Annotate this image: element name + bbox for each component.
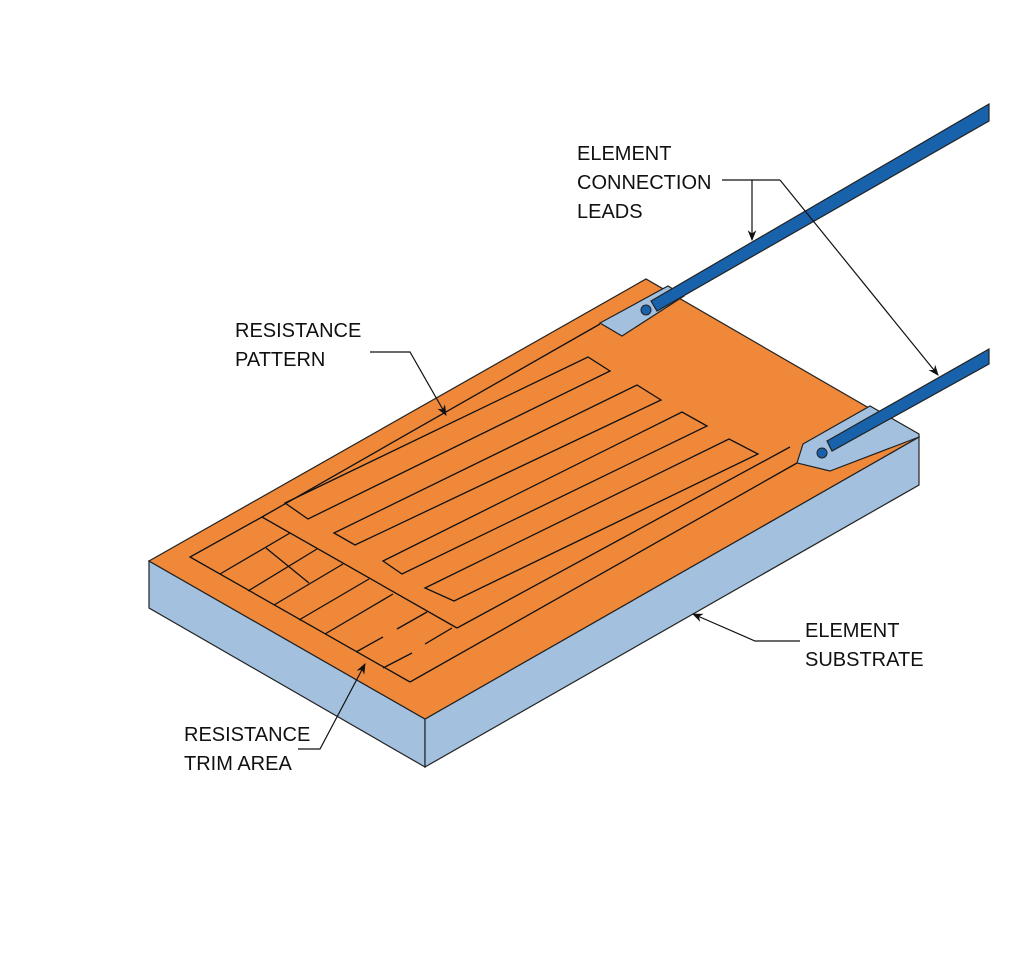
lower-connection-lead [826, 347, 990, 452]
label-substrate-line1: ELEMENT [805, 620, 899, 642]
label-pattern-line2: PATTERN [235, 349, 325, 371]
resistance-pattern [261, 323, 798, 683]
upper-lead-weld-dot [640, 304, 652, 316]
lower-lead-weld-dot [816, 447, 828, 459]
resistance-trim-area [188, 516, 458, 683]
label-element-substrate: ELEMENT SUBSTRATE [692, 613, 924, 671]
leads-arrow-lower [779, 179, 939, 376]
label-leads-line2: CONNECTION [577, 172, 711, 194]
label-resistance-pattern: RESISTANCE PATTERN [235, 320, 447, 416]
label-connection-leads: ELEMENT CONNECTION LEADS [577, 143, 939, 376]
label-trim-line2: TRIM AREA [184, 753, 292, 775]
label-trim-area: RESISTANCE TRIM AREA [184, 663, 366, 775]
upper-connection-lead [650, 102, 990, 312]
trim-arrow [298, 663, 366, 750]
label-trim-line1: RESISTANCE [184, 724, 310, 746]
label-leads-line3: LEADS [577, 201, 643, 223]
substrate-arrow [692, 613, 800, 642]
label-substrate-line2: SUBSTRATE [805, 649, 924, 671]
label-leads-line1: ELEMENT [577, 143, 671, 165]
label-pattern-line1: RESISTANCE [235, 320, 361, 342]
pattern-arrow [370, 351, 447, 416]
